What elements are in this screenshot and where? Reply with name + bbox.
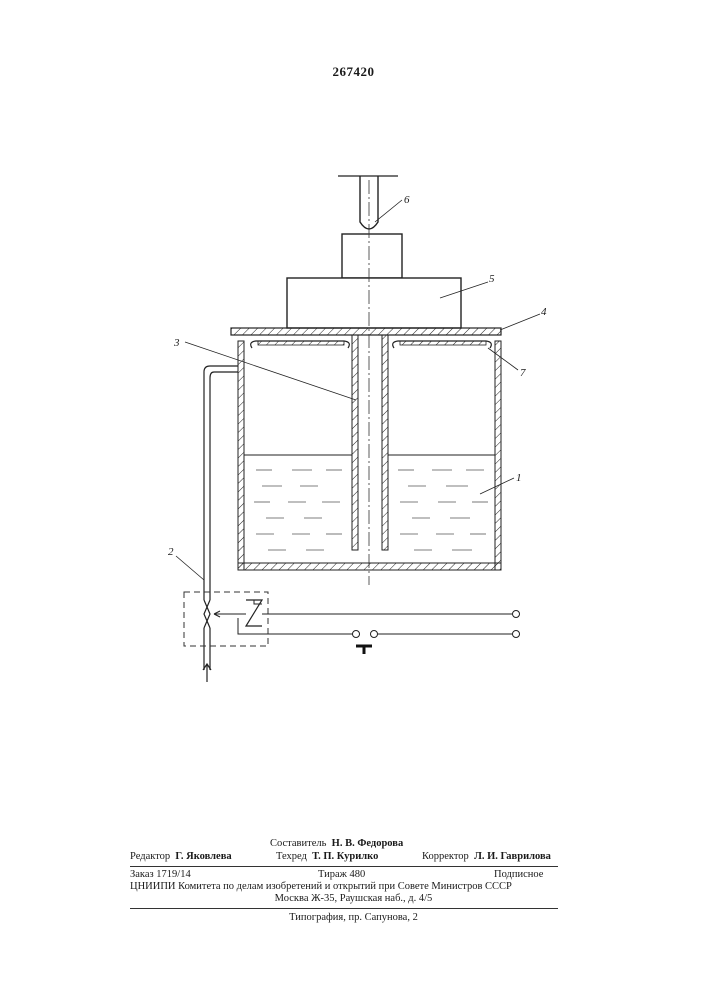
part-4-lid [231,328,501,335]
circulation: Тираж 480 [318,869,365,880]
vessel-bottom [238,563,501,570]
terminal-top [513,611,520,618]
compiler-line: Составитель Н. В. Федорова [270,838,403,849]
subscription: Подписное [494,869,543,880]
corrector-line: Корректор Л. И. Гаврилова [422,851,551,862]
organization-line: ЦНИИПИ Комитета по делам изобретений и о… [130,881,558,892]
vessel-left-wall [238,341,244,570]
label-5: 5 [489,273,495,285]
address-line: Москва Ж-35, Раушская наб., д. 4/5 [0,893,707,904]
footer-rule-bottom [130,908,558,909]
liquid-dashes [254,470,488,550]
part-3-tube-right [382,335,388,550]
techred-role: Техред [276,851,307,862]
terminal-bottom [513,631,520,638]
label-6: 6 [404,194,410,206]
label-2: 2 [168,546,174,558]
seal-right-hatch [400,341,486,345]
seal-left-hatch [258,341,344,345]
connector-block [342,234,402,278]
order-number: Заказ 1719/14 [130,869,191,880]
part-5-block [287,278,461,328]
label-3: 3 [173,337,180,349]
part-3-tube-left [352,335,358,550]
valve-right [204,600,210,628]
label-1: 1 [516,472,522,484]
techred-line: Техред Т. П. Курилко [276,851,378,862]
techred-name: Т. П. Курилко [312,851,378,862]
editor-role: Редактор [130,851,170,862]
printing-line: Типография, пр. Сапунова, 2 [0,912,707,923]
compiler-name: Н. В. Федорова [332,838,404,849]
label-4: 4 [541,306,547,318]
corrector-role: Корректор [422,851,469,862]
editor-line: Редактор Г. Яковлева [130,851,232,862]
footer-rule-top [130,866,558,867]
valve-left [204,600,210,628]
part-2-pipe-inner [210,372,238,600]
vessel-right-wall [495,341,501,570]
compiler-role: Составитель [270,838,326,849]
push-button [356,646,372,654]
corrector-name: Л. И. Гаврилова [474,851,551,862]
editor-name: Г. Яковлева [175,851,231,862]
label-7: 7 [520,367,526,379]
part-2-pipe-outer [204,366,238,600]
